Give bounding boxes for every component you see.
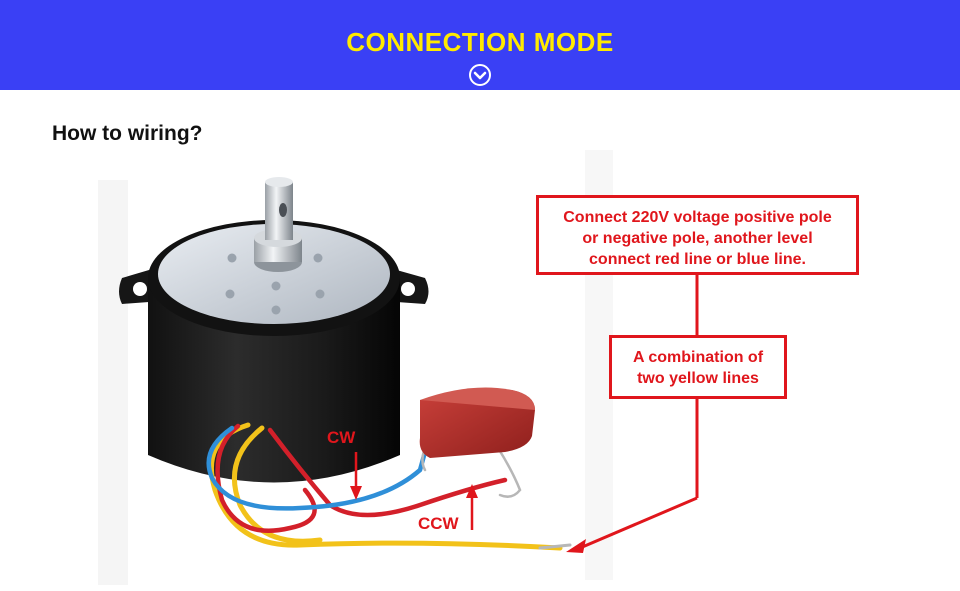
arrow-head-yellow bbox=[566, 539, 586, 553]
voltage-callout-line-2: or negative pole, another level bbox=[582, 230, 813, 247]
ccw-arrow bbox=[466, 484, 478, 530]
header-banner: CONNECTION MODE bbox=[0, 0, 960, 90]
yellow-callout-line-1: A combination of bbox=[632, 349, 764, 366]
chevron-down-circle-icon[interactable] bbox=[468, 63, 492, 87]
callout-connector bbox=[579, 274, 699, 550]
voltage-callout-line-1: Connect 220V voltage positive pole bbox=[563, 209, 832, 226]
cw-arrow bbox=[350, 452, 362, 500]
voltage-callout-line-3: connect red line or blue line. bbox=[589, 251, 806, 268]
yellow-lines-callout: A combination of two yellow lines bbox=[609, 335, 787, 399]
ccw-label: CCW bbox=[418, 514, 459, 533]
yellow-callout-line-2: two yellow lines bbox=[637, 370, 759, 387]
cw-label: CW bbox=[327, 428, 356, 447]
banner-title: CONNECTION MODE bbox=[346, 27, 614, 57]
motor-wires bbox=[206, 422, 572, 551]
page-heading: How to wiring? bbox=[52, 122, 203, 145]
voltage-callout: Connect 220V voltage positive pole or ne… bbox=[536, 195, 859, 275]
capacitor bbox=[419, 387, 535, 458]
motor-body bbox=[148, 220, 400, 483]
motor-shaft bbox=[254, 177, 302, 272]
